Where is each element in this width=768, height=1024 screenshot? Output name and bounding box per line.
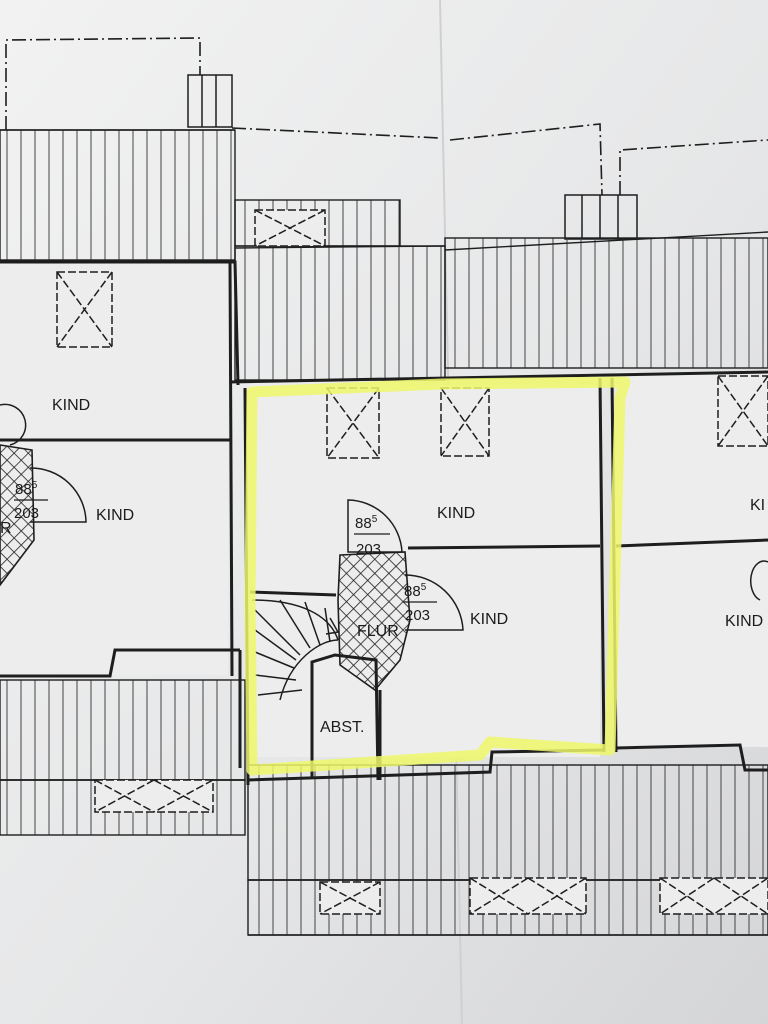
spiral-stair — [251, 599, 340, 701]
room-label-flur-left-partial: R — [0, 520, 12, 537]
dash-dot-outline — [5, 37, 768, 196]
svg-text:203: 203 — [405, 607, 430, 624]
room-label-kind-center-mid: KIND — [470, 611, 508, 628]
highlighter-outline — [244, 376, 631, 776]
svg-text:203: 203 — [14, 505, 39, 522]
door-dimension-center-top: 885 203 — [354, 514, 390, 558]
stair-landing — [0, 444, 411, 692]
room-label-kind-top-left: KIND — [52, 397, 90, 414]
room-label-kind-right-partial: KI — [750, 497, 765, 514]
roof-window — [94, 209, 768, 915]
room-label-flur: FLUR — [357, 623, 399, 640]
room-label-kind-left-mid: KIND — [96, 507, 134, 524]
svg-text:203: 203 — [356, 541, 381, 558]
svg-text:885: 885 — [15, 480, 38, 498]
room-skylight — [56, 271, 768, 459]
room-label-kind-center-top: KIND — [437, 505, 475, 522]
room-fills — [0, 265, 768, 757]
chimney — [187, 74, 638, 240]
svg-text:885: 885 — [355, 514, 378, 532]
room-label-abst: ABST. — [320, 719, 364, 736]
door-dimension-center-mid: 885 203 — [403, 582, 437, 624]
door-swing — [0, 403, 768, 631]
door-dimension-left: 885 203 — [14, 480, 48, 522]
svg-text:885: 885 — [404, 582, 427, 600]
room-label-kind-right-mid: KIND — [725, 613, 763, 630]
